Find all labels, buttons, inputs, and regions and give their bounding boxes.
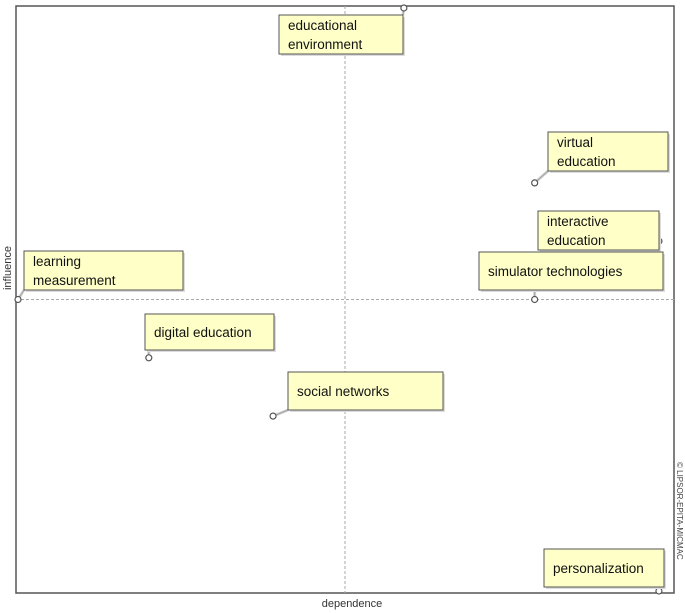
label-box-simulator-technologies [478,251,664,291]
data-point-virtual-education [531,179,539,187]
point-label-learning-measurement-line-2: measurement [33,273,116,288]
point-label-simulator-technologies: simulator technologies [488,264,623,279]
label-box-learning-measurement [23,250,184,291]
data-point-digital-education [145,354,153,362]
point-label-interactive-education-line-2: education [547,233,606,248]
label-box-educational-environment [278,14,404,55]
credit-text: © LIPSOR-EPITA-MICMAC [675,462,684,560]
label-box-social-networks [287,371,444,411]
data-point-social-networks [269,412,277,420]
label-box-interactive-education [537,210,660,251]
x-axis-label: dependence [322,598,383,610]
point-label-learning-measurement-line-1: learning [33,254,81,269]
plot-frame [15,5,675,594]
chart-marks: educational environment virtual education in… [14,4,670,595]
point-label-virtual-education-line-1: virtual [557,135,593,150]
label-box-digital-education [144,313,275,351]
point-label-educational-environment-line-2: environment [288,37,363,52]
point-label-virtual-education-line-2: education [557,154,616,169]
point-label-personalization: personalization [553,561,644,576]
data-point-simulator-technologies [531,295,539,304]
point-label-interactive-education-line-1: interactive [547,214,609,229]
label-box-virtual-education [547,131,669,172]
data-point-educational-environment [400,4,408,12]
point-label-educational-environment-line-1: educational [288,18,357,33]
data-point-learning-measurement [14,295,22,304]
y-axis-label: influence [2,246,14,290]
point-label-digital-education: digital education [154,325,252,340]
point-label-social-networks: social networks [297,384,390,399]
label-box-personalization [543,548,665,588]
